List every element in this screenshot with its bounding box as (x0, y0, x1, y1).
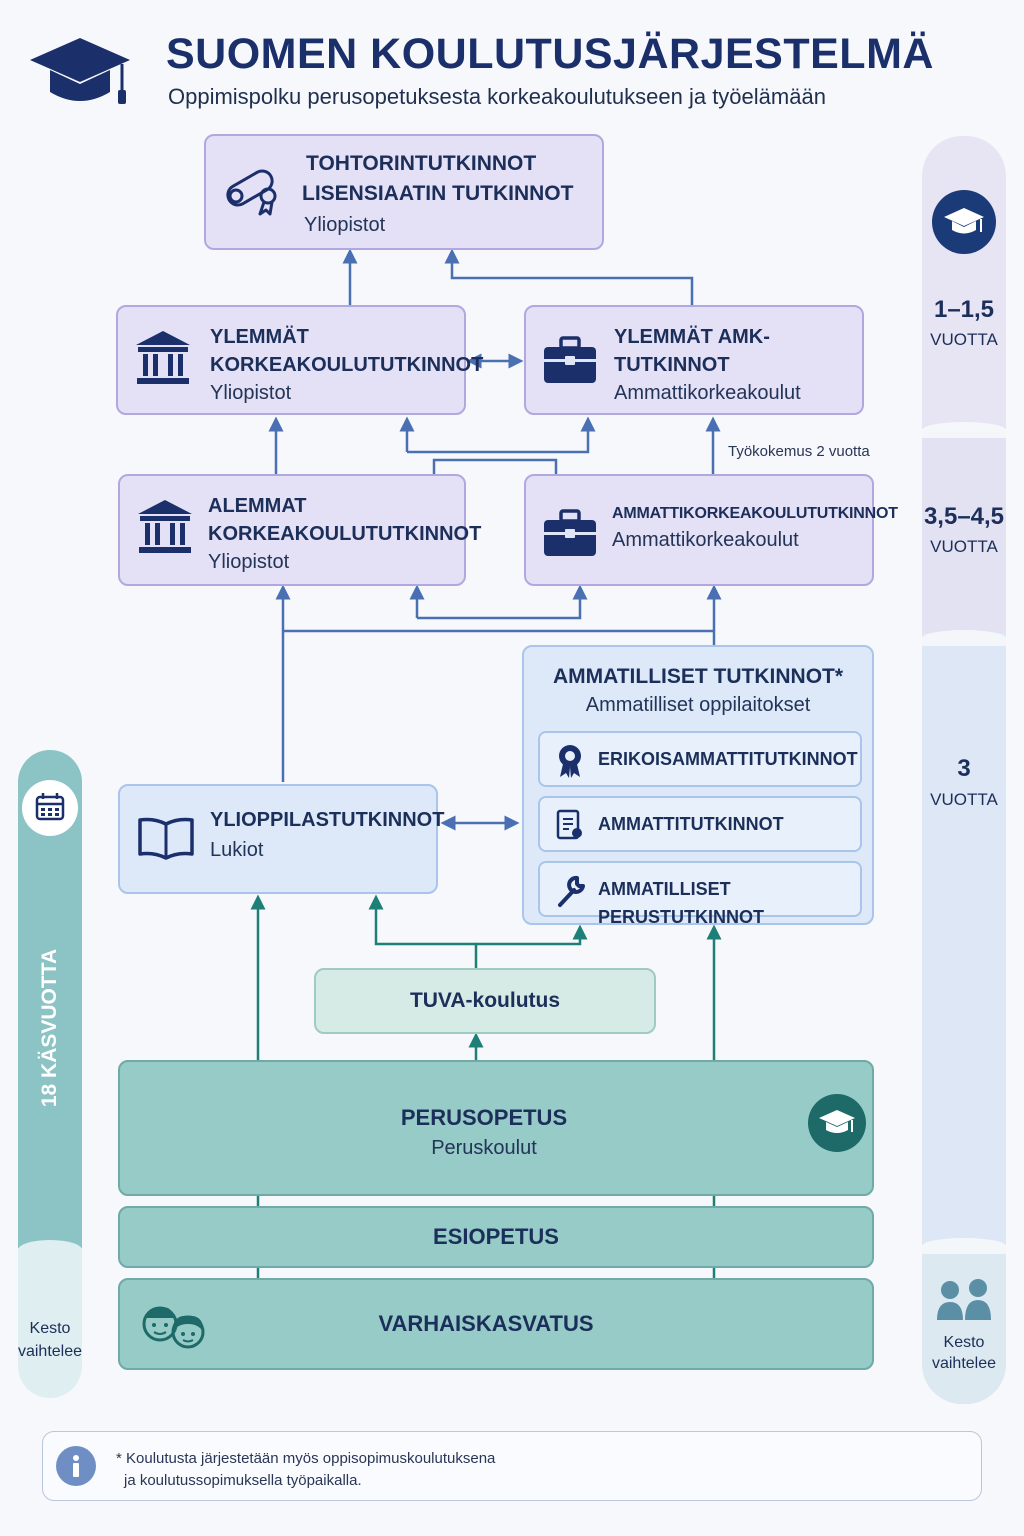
amk-degrees-box: AMMATTIKORKEAKOULUTUTKINNOT Ammattikorke… (524, 474, 898, 586)
basic-education-provider: Peruskoulut (431, 1137, 537, 1159)
right-duration-line2: vaihtelee (931, 1355, 997, 1372)
duration-higher-unit: VUOTTA (930, 537, 998, 556)
basic-education-box: PERUSOPETUS Peruskoulut (118, 1060, 874, 1196)
higher-univ-title-2: KORKEAKOULUTUTKINNOT (210, 354, 484, 376)
lower-university-degrees-box: ALEMMAT KORKEAKOULUTUTKINNOT Yliopistot (118, 474, 481, 586)
doctoral-title-2: LISENSIAATIN TUTKINNOT (302, 182, 574, 205)
diploma-scroll-icon (220, 160, 284, 216)
right-duration-line1: Kesto (943, 1334, 985, 1351)
university-building-icon (136, 498, 194, 556)
duration-secondary-unit: VUOTTA (930, 790, 998, 809)
vocational-provider: Ammatilliset oppilaitokset (585, 694, 811, 716)
vocational-title: AMMATILLISET TUTKINNOT* (552, 665, 844, 688)
graduation-cap-logo-icon (26, 34, 134, 110)
work-experience-note: Työkokemus 2 vuotta (728, 443, 870, 460)
matriculation-box: YLIOPPILASTUTKINNOT Lukiot (118, 784, 444, 894)
matriculation-title: YLIOPPILASTUTKINNOT (210, 809, 445, 831)
duration-doctoral: 1–1,5 (933, 296, 995, 323)
further-vocational-item: AMMATTITUTKINNOT (538, 796, 862, 852)
higher-university-degrees-box: YLEMMÄT KORKEAKOULUTUTKINNOT Yliopistot (116, 305, 483, 415)
vocational-degrees-box: AMMATILLISET TUTKINNOT* Ammatilliset opp… (522, 645, 874, 927)
basic-vocational-item: AMMATILLISET PERUSTUTKINNOT (538, 861, 862, 927)
lower-univ-provider: Yliopistot (208, 551, 290, 573)
briefcase-icon (542, 335, 598, 385)
pre-primary-title: ESIOPETUS (433, 1224, 559, 1249)
footnote-line1: * Koulutusta järjestetään myös oppisopim… (116, 1450, 496, 1467)
left-duration-line1: Kesto (29, 1320, 71, 1337)
higher-education-cap-icon (932, 190, 996, 254)
page-title: SUOMEN KOULUTUSJÄRJESTELMÄ (166, 30, 934, 78)
specialist-vocational-label: ERIKOISAMMATTITUTKINNOT (598, 749, 858, 769)
left-duration-line2: vaihtelee (17, 1343, 83, 1360)
specialist-vocational-item: ERIKOISAMMATTITUTKINNOT (538, 731, 862, 787)
duration-higher: 3,5–4,5 (923, 503, 1005, 530)
higher-amk-title-2: TUTKINNOT (614, 354, 730, 376)
certificate-document-icon (554, 808, 586, 844)
calendar-icon (22, 780, 78, 836)
university-building-icon (134, 329, 192, 387)
higher-amk-title-1: YLEMMÄT AMK- (614, 326, 770, 348)
info-icon (56, 1446, 96, 1486)
higher-amk-provider: Ammattikorkeakoulut (614, 382, 801, 404)
ecec-box: VARHAISKASVATUS (118, 1278, 874, 1370)
basic-education-title: PERUSOPETUS (400, 1105, 568, 1130)
children-faces-icon (136, 1298, 212, 1354)
higher-univ-title-1: YLEMMÄT (210, 326, 309, 348)
award-badge-icon (554, 743, 586, 779)
graduation-cap-badge-icon (808, 1094, 866, 1152)
amk-provider: Ammattikorkeakoulut (612, 529, 799, 551)
open-book-icon (136, 814, 196, 864)
duration-secondary: 3 (957, 755, 971, 782)
pre-primary-box: ESIOPETUS (118, 1206, 874, 1268)
duration-doctoral-unit: VUOTTA (930, 330, 998, 349)
tuva-title: TUVA-koulutus (409, 989, 561, 1012)
children-pair-icon (934, 1276, 994, 1322)
lower-univ-title-2: KORKEAKOULUTUTKINNOT (208, 523, 482, 545)
ecec-title: VARHAISKASVATUS (378, 1311, 594, 1336)
amk-title: AMMATTIKORKEAKOULUTUTKINNOT (612, 505, 898, 522)
further-vocational-label: AMMATTITUTKINNOT (598, 814, 784, 834)
wrench-icon (554, 873, 588, 909)
higher-amk-degrees-box: YLEMMÄT AMK- TUTKINNOT Ammattikorkeakoul… (524, 305, 864, 415)
matriculation-provider: Lukiot (210, 839, 264, 861)
higher-univ-provider: Yliopistot (210, 382, 292, 404)
doctoral-provider: Yliopistot (304, 214, 386, 236)
lower-univ-title-1: ALEMMAT (208, 495, 307, 517)
briefcase-icon (542, 508, 598, 558)
doctoral-title-1: TOHTORINTUTKINNOT (306, 152, 537, 175)
page-subtitle: Oppimispolku perusopetuksesta korkeakoul… (168, 84, 826, 109)
footnote-line2: ja koulutussopimuksella työpaikalla. (124, 1472, 362, 1489)
doctoral-degrees-box: TOHTORINTUTKINNOT LISENSIAATIN TUTKINNOT… (204, 134, 604, 250)
right-duration-scale (922, 136, 1006, 1404)
tuva-box: TUVA-koulutus (314, 968, 656, 1034)
footnote-box (42, 1431, 982, 1501)
basic-vocational-label: AMMATILLISET PERUSTUTKINNOT (598, 879, 764, 927)
